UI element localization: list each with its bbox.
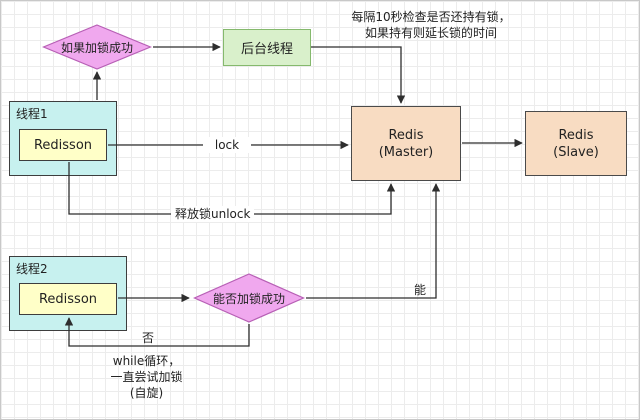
thread1-redisson-node: Redisson: [19, 129, 107, 161]
redis-master-line1: Redis: [388, 127, 424, 143]
decision-can-lock: 能否加锁成功: [193, 273, 305, 323]
decision-lock-success: 如果加锁成功: [42, 24, 152, 70]
spin-note: while循环， 一直尝试加锁 (自旋): [89, 353, 204, 401]
watchdog-note-line2: 如果持有则延长锁的时间: [364, 26, 497, 40]
edge-background-thread-to-master: [311, 46, 406, 104]
thread2-title: 线程2: [16, 262, 48, 276]
thread1-redisson-label: Redisson: [33, 137, 93, 153]
edge-label-no: 否: [142, 331, 155, 345]
diamond-shape: [42, 24, 152, 70]
redis-slave-line2: (Slave): [553, 144, 599, 160]
thread1-title: 线程1: [16, 107, 48, 121]
background-thread-label: 后台线程: [240, 42, 293, 57]
spin-note-line1: while循环，: [112, 354, 181, 368]
redis-master-line2: (Master): [378, 144, 434, 160]
watchdog-note: 每隔10秒检查是否还持有锁， 如果持有则延长锁的时间: [334, 9, 528, 41]
edge-label-unlock: 释放锁unlock: [171, 206, 255, 222]
spin-note-line3: (自旋): [129, 386, 164, 400]
redis-slave-node: Redis (Slave): [525, 111, 627, 176]
edge-label-yes: 能: [414, 283, 427, 297]
decision-can-lock-label: 能否加锁成功: [212, 291, 285, 306]
decision-lock-success-label: 如果加锁成功: [60, 40, 133, 55]
edge-label-lock: lock: [203, 137, 251, 153]
background-thread-node: 后台线程: [223, 29, 311, 66]
thread2-redisson-label: Redisson: [38, 291, 98, 307]
spin-note-line2: 一直尝试加锁: [110, 370, 183, 384]
thread2-redisson-node: Redisson: [19, 283, 117, 315]
watchdog-note-line1: 每隔10秒检查是否还持有锁，: [351, 10, 511, 24]
redis-master-node: Redis (Master): [351, 106, 461, 181]
redis-slave-line1: Redis: [558, 127, 594, 143]
